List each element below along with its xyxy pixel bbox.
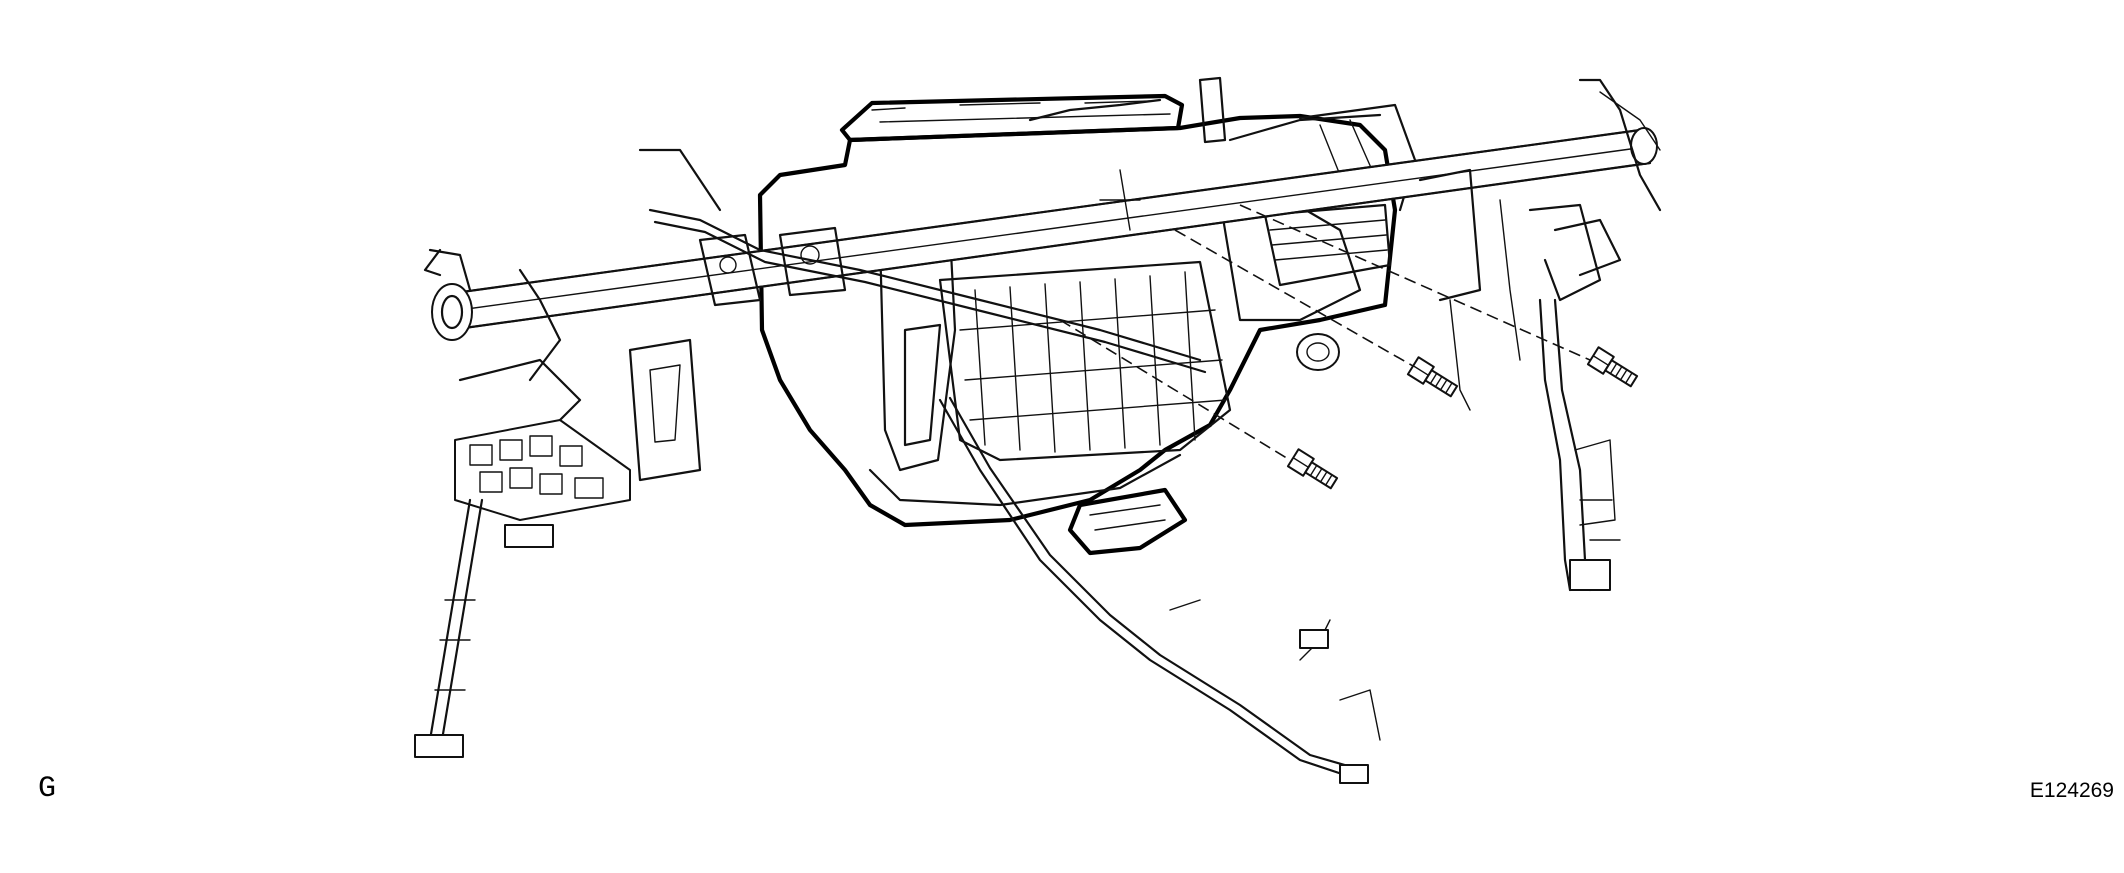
junction-block-left <box>454 338 702 521</box>
bolt-icon <box>1586 346 1639 388</box>
bolt-icon <box>1406 356 1459 398</box>
instrument-panel-wire-harness <box>414 98 1382 784</box>
figure-region-code: G <box>38 772 57 806</box>
right-side-harness-and-brackets <box>1418 168 1622 592</box>
bolt-icon <box>1286 448 1339 490</box>
air-conditioning-unit <box>757 93 1417 556</box>
instrument-panel-reinforcement-tube <box>423 76 1662 382</box>
figure-number: E124269 <box>2029 779 2114 802</box>
assembly-leader-lines <box>1059 204 1591 461</box>
